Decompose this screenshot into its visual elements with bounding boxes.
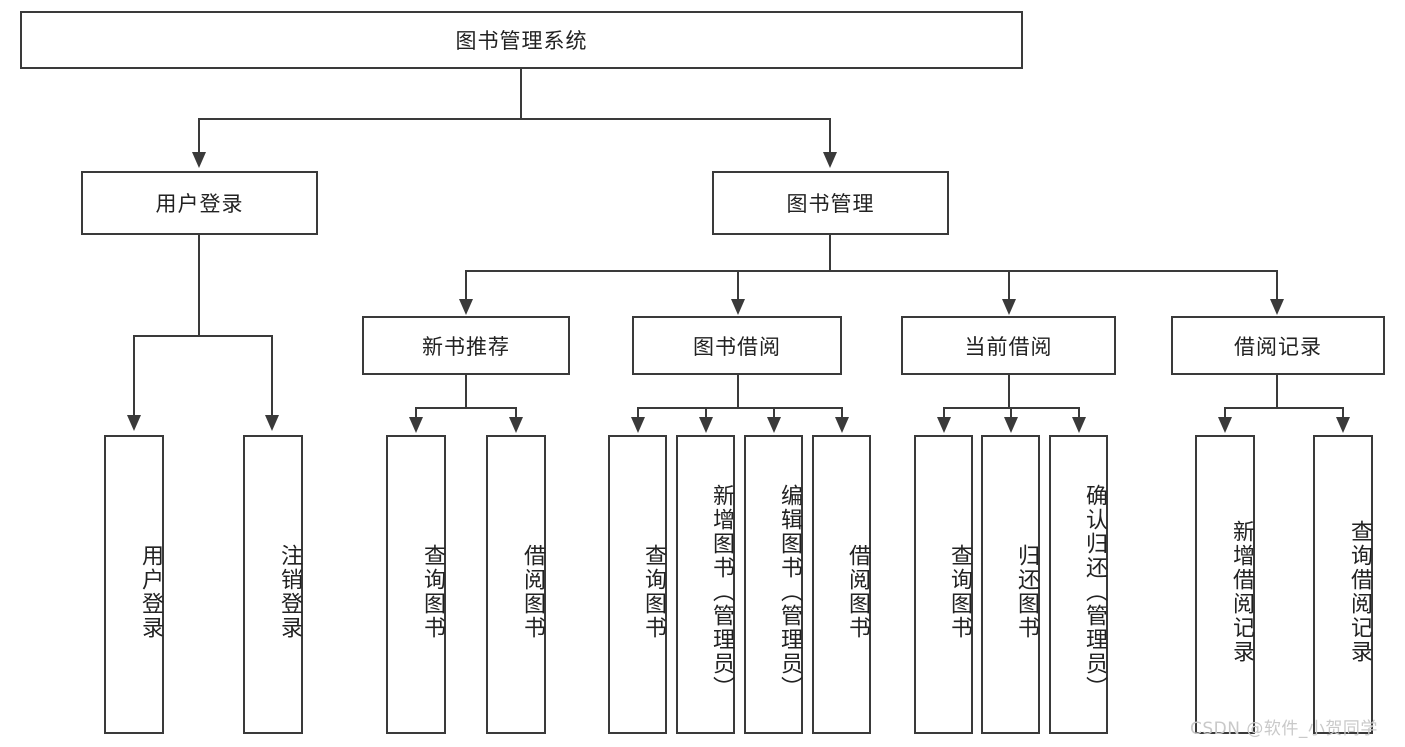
arrowhead-currentborrow-1 — [937, 417, 951, 433]
connector-root-stem — [520, 69, 522, 119]
connector-bookborrow-drop-3 — [773, 407, 775, 419]
connector-bookborrow-bar — [637, 407, 841, 409]
node-label: 查询图书 — [641, 543, 666, 640]
node-new-book-recommend[interactable]: 新书推荐 — [362, 316, 570, 375]
connector-borrowrecord-bar — [1224, 407, 1343, 409]
node-label: 查询图书 — [947, 543, 972, 640]
leaf-bookborrow-edit[interactable]: 编辑图书（管理员） — [744, 435, 803, 734]
node-label: 图书借阅 — [693, 334, 781, 359]
connector-borrowrecord-drop-2 — [1342, 407, 1344, 419]
connector-user-login-drop-2 — [271, 335, 273, 417]
node-label: 借阅图书 — [520, 543, 545, 640]
arrowhead-borrowrecord-2 — [1336, 417, 1350, 433]
connector-newbook-bar — [415, 407, 516, 409]
arrowhead-level3-1 — [459, 299, 473, 315]
node-label: 查询图书 — [420, 543, 445, 640]
arrowhead-borrowrecord-1 — [1218, 417, 1232, 433]
node-label: 用户登录 — [138, 543, 163, 640]
node-borrow-record[interactable]: 借阅记录 — [1171, 316, 1385, 375]
connector-level3-drop-2 — [737, 270, 739, 301]
node-book-borrow[interactable]: 图书借阅 — [632, 316, 842, 375]
leaf-bookborrow-borrow[interactable]: 借阅图书 — [812, 435, 871, 734]
arrowhead-level3-2 — [731, 299, 745, 315]
arrowhead-bookborrow-1 — [631, 417, 645, 433]
leaf-borrowrecord-query[interactable]: 查询借阅记录 — [1313, 435, 1373, 734]
connector-borrowrecord-drop-1 — [1224, 407, 1226, 419]
leaf-newbook-query[interactable]: 查询图书 — [386, 435, 446, 734]
arrowhead-newbook-2 — [509, 417, 523, 433]
connector-currentborrow-stem — [1008, 375, 1010, 408]
leaf-bookborrow-add[interactable]: 新增图书（管理员） — [676, 435, 735, 734]
connector-user-login-drop-1 — [133, 335, 135, 417]
connector-bookborrow-drop-4 — [841, 407, 843, 419]
node-label: 图书管理 — [786, 192, 875, 216]
leaf-newbook-borrow[interactable]: 借阅图书 — [486, 435, 546, 734]
arrowhead-bookborrow-4 — [835, 417, 849, 433]
connector-level3-drop-4 — [1276, 270, 1278, 301]
connector-book-mgmt-stem — [829, 235, 831, 271]
leaf-bookborrow-query[interactable]: 查询图书 — [608, 435, 667, 734]
connector-currentborrow-drop-2 — [1010, 407, 1012, 419]
arrowhead-level2-1 — [192, 152, 206, 168]
connector-level2-drop-2 — [829, 118, 831, 154]
node-book-management[interactable]: 图书管理 — [712, 171, 949, 235]
connector-newbook-drop-1 — [415, 407, 417, 419]
leaf-currentborrow-query[interactable]: 查询图书 — [914, 435, 973, 734]
node-label: 新增图书（管理员） — [709, 483, 734, 700]
node-label: 查询借阅记录 — [1347, 519, 1372, 664]
arrowhead-bookborrow-3 — [767, 417, 781, 433]
connector-currentborrow-drop-1 — [943, 407, 945, 419]
connector-level2-drop-1 — [198, 118, 200, 154]
connector-bookborrow-drop-2 — [705, 407, 707, 419]
leaf-currentborrow-confirm[interactable]: 确认归还（管理员） — [1049, 435, 1108, 734]
node-user-login[interactable]: 用户登录 — [81, 171, 318, 235]
connector-bookborrow-stem — [737, 375, 739, 408]
node-label: 编辑图书（管理员） — [777, 483, 802, 700]
connector-level3-drop-1 — [465, 270, 467, 301]
leaf-user-login-logout[interactable]: 注销登录 — [243, 435, 303, 734]
connector-level3-bar — [465, 270, 1278, 272]
leaf-user-login-login[interactable]: 用户登录 — [104, 435, 164, 734]
leaf-borrowrecord-add[interactable]: 新增借阅记录 — [1195, 435, 1255, 734]
connector-currentborrow-drop-3 — [1078, 407, 1080, 419]
node-label: 借阅记录 — [1234, 334, 1322, 359]
connector-user-login-bar — [133, 335, 272, 337]
arrowhead-user-login-2 — [265, 415, 279, 431]
arrowhead-level2-2 — [823, 152, 837, 168]
node-label: 当前借阅 — [964, 334, 1053, 359]
connector-level2-bar — [198, 118, 831, 120]
node-label: 归还图书 — [1014, 543, 1039, 640]
node-current-borrow[interactable]: 当前借阅 — [901, 316, 1116, 375]
node-label: 用户登录 — [155, 192, 244, 216]
leaf-currentborrow-return[interactable]: 归还图书 — [981, 435, 1040, 734]
arrowhead-level3-3 — [1002, 299, 1016, 315]
node-label: 新书推荐 — [422, 334, 510, 359]
connector-user-login-stem — [198, 235, 200, 336]
connector-newbook-drop-2 — [515, 407, 517, 419]
node-label: 新增借阅记录 — [1229, 519, 1254, 664]
watermark-text: CSDN @软件_小贺同学 — [1190, 719, 1378, 739]
node-label: 确认归还（管理员） — [1082, 483, 1107, 700]
node-root-system[interactable]: 图书管理系统 — [20, 11, 1023, 69]
arrowhead-level3-4 — [1270, 299, 1284, 315]
connector-borrowrecord-stem — [1276, 375, 1278, 408]
arrowhead-currentborrow-2 — [1004, 417, 1018, 433]
connector-bookborrow-drop-1 — [637, 407, 639, 419]
arrowhead-currentborrow-3 — [1072, 417, 1086, 433]
arrowhead-user-login-1 — [127, 415, 141, 431]
node-label: 注销登录 — [277, 543, 302, 640]
connector-level3-drop-3 — [1008, 270, 1010, 301]
arrowhead-newbook-1 — [409, 417, 423, 433]
connector-newbook-stem — [465, 375, 467, 408]
node-label: 借阅图书 — [845, 543, 870, 640]
arrowhead-bookborrow-2 — [699, 417, 713, 433]
node-label: 图书管理系统 — [455, 29, 588, 53]
